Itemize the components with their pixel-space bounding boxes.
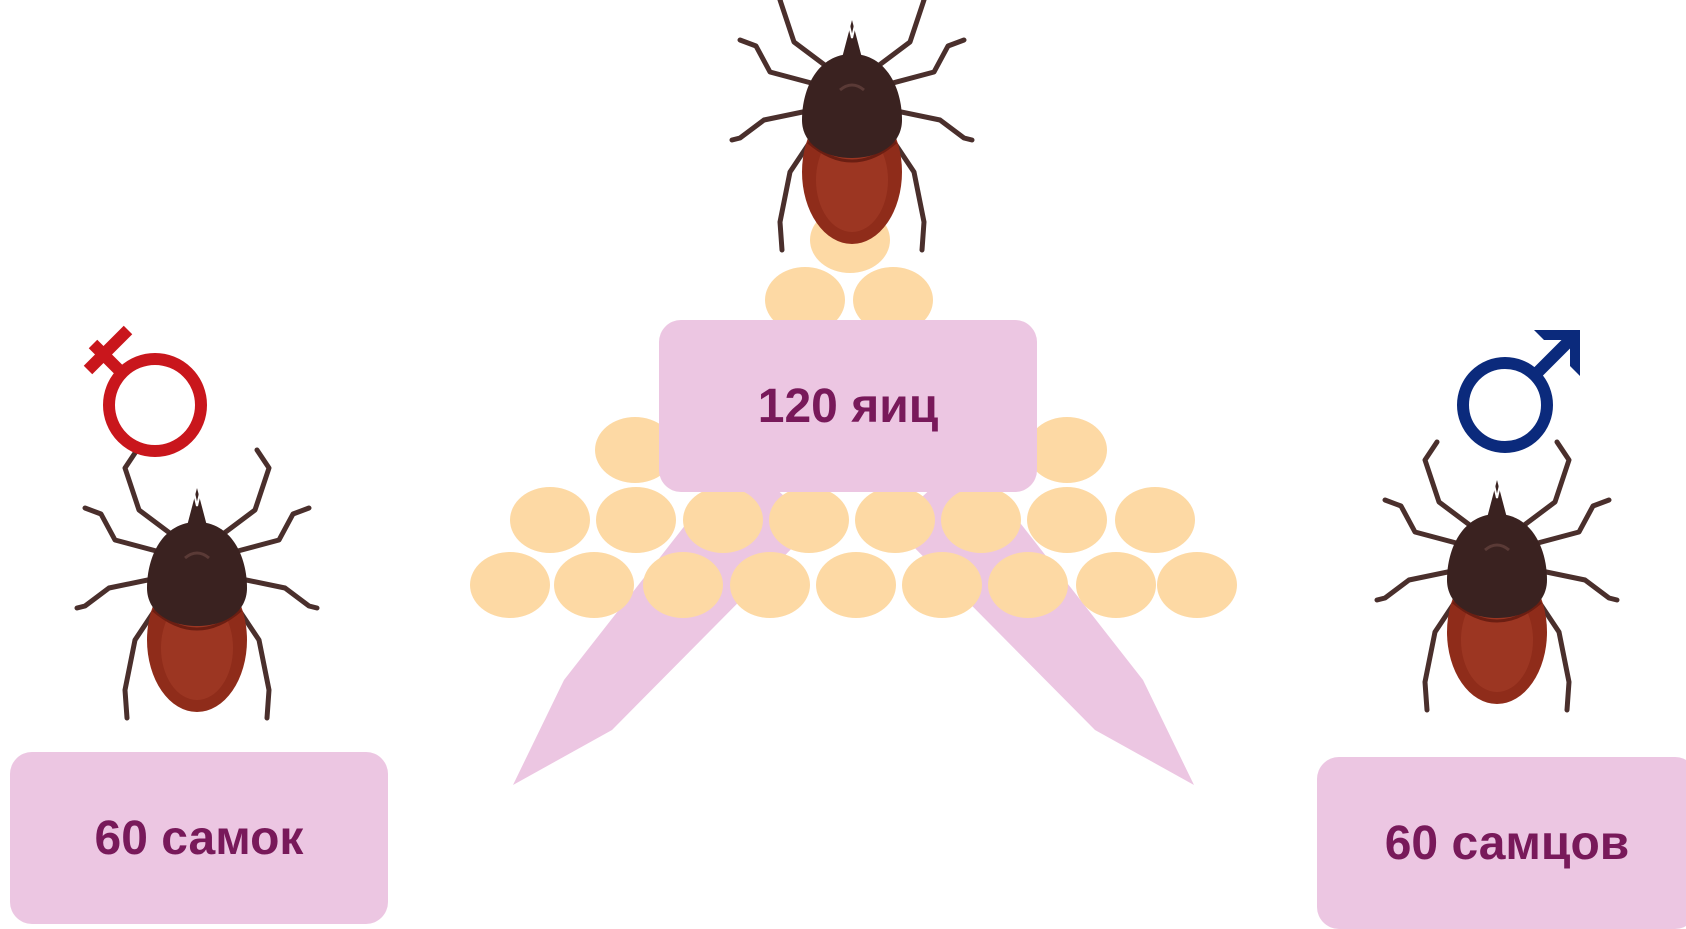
tick-illustration [77,450,317,718]
egg [769,487,849,553]
egg [1076,552,1156,618]
egg [1027,487,1107,553]
egg [470,552,550,618]
egg [510,487,590,553]
male-symbol-icon [1463,330,1580,447]
egg [643,552,723,618]
egg [1115,487,1195,553]
egg [988,552,1068,618]
egg [855,487,935,553]
eggs-count-box: 120 яиц [659,320,1037,492]
egg [816,552,896,618]
female-symbol-icon [88,330,201,451]
tick-illustration [732,0,972,250]
males-count-label: 60 самцов [1385,816,1630,871]
tick-illustration [1377,442,1617,710]
females-count-box: 60 самок [10,752,388,924]
egg [941,487,1021,553]
egg [902,552,982,618]
egg [554,552,634,618]
egg [1027,417,1107,483]
egg [730,552,810,618]
females-count-label: 60 самок [95,811,304,866]
males-count-box: 60 самцов [1317,757,1686,929]
egg [1157,552,1237,618]
egg [596,487,676,553]
eggs-count-label: 120 яиц [758,379,938,434]
egg [683,487,763,553]
